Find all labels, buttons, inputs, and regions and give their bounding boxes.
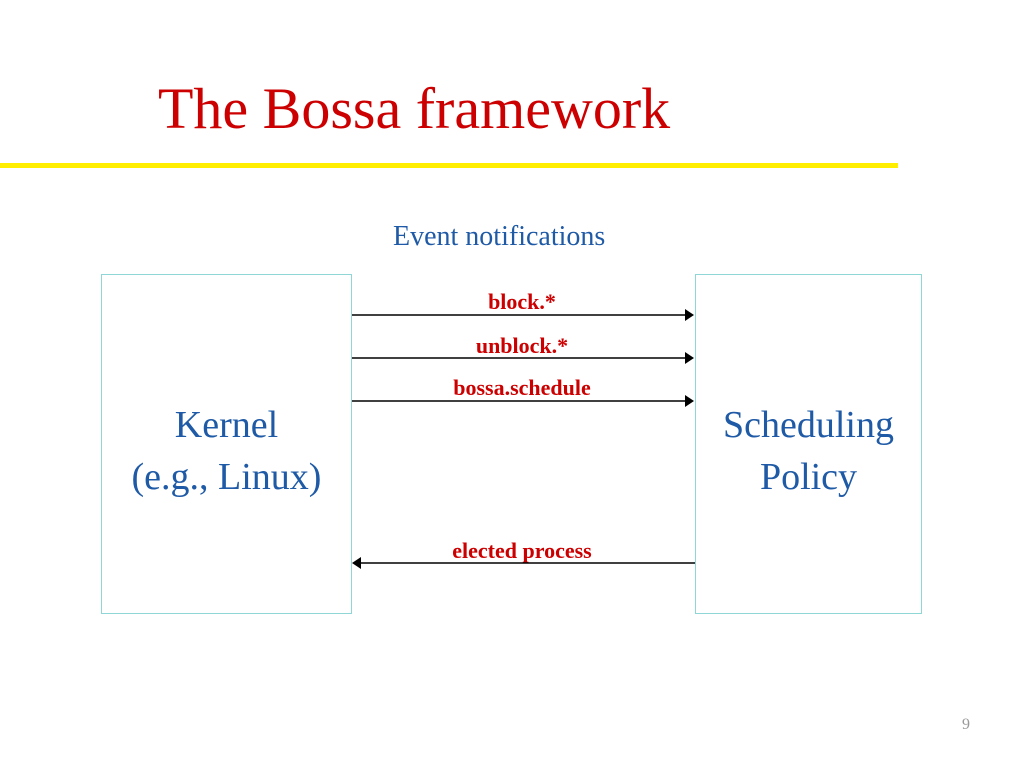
scheduling-policy-box: Scheduling Policy	[695, 274, 922, 614]
arrow-unblock-head	[685, 352, 694, 364]
slide-title: The Bossa framework	[158, 76, 671, 141]
event-notifications-label: Event notifications	[393, 221, 606, 252]
title-underline	[0, 163, 898, 168]
policy-box-line2: Policy	[759, 456, 858, 498]
kernel-box: Kernel (e.g., Linux)	[101, 274, 352, 614]
message-label-block: block.*	[488, 289, 556, 314]
kernel-box-line2: (e.g., Linux)	[131, 456, 322, 498]
policy-box-line1: Scheduling	[723, 404, 894, 446]
arrow-block-head	[685, 309, 694, 321]
kernel-box-text: Kernel (e.g., Linux)	[102, 399, 351, 503]
message-label-unblock: unblock.*	[476, 333, 568, 358]
message-label-bossa-schedule: bossa.schedule	[453, 375, 591, 400]
policy-box-text: Scheduling Policy	[696, 399, 921, 503]
message-label-elected-process: elected process	[452, 538, 592, 563]
arrow-elected-process-head	[352, 557, 361, 569]
page-number: 9	[962, 716, 970, 733]
arrow-bossa-schedule-head	[685, 395, 694, 407]
kernel-box-line1: Kernel	[174, 404, 279, 446]
